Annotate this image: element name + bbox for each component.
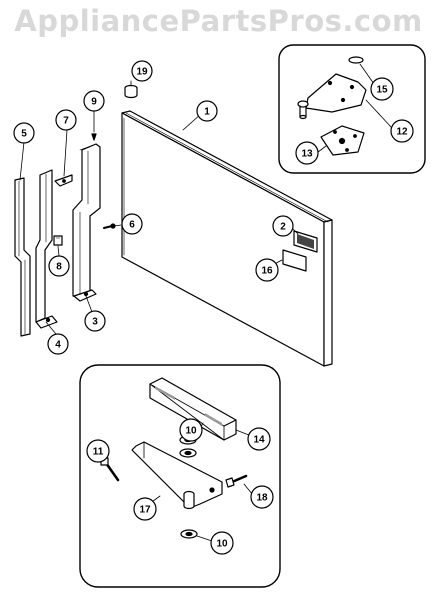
callout-12[interactable]: 12 [390,119,414,143]
callout-18-label: 18 [256,493,268,504]
callout-10-top-label: 10 [185,426,197,437]
callout-17-label: 17 [139,505,151,516]
hinge-bracket-17 [131,441,223,510]
callout-7[interactable]: 7 [55,109,77,131]
callout-14[interactable]: 14 [247,427,271,451]
hinge-strip-5 [14,177,31,337]
callout-17[interactable]: 17 [133,497,157,521]
callout-11-label: 11 [93,447,104,458]
callout-2[interactable]: 2 [272,215,294,237]
callout-8[interactable]: 8 [48,255,70,277]
hinge-bar-3 [72,143,101,302]
callout-3-label: 3 [92,317,98,328]
callout-1-label: 1 [204,107,210,118]
callout-4[interactable]: 4 [47,333,69,355]
callout-1[interactable]: 1 [196,100,218,122]
callout-16-label: 16 [261,266,273,277]
callout-9[interactable]: 9 [83,90,105,112]
callout-4-label: 4 [55,340,61,351]
callout-3[interactable]: 3 [84,310,106,332]
plate-13 [320,125,365,156]
callout-13-label: 13 [301,149,313,160]
callout-5-label: 5 [21,129,27,140]
callout-13[interactable]: 13 [295,141,319,165]
detail-box-top [278,44,426,174]
door-panel [121,110,333,367]
screw-9 [91,133,97,141]
label-16 [282,249,307,272]
detail-box-bottom [79,364,281,588]
label-plate-2 [293,230,318,253]
callout-8-label: 8 [56,262,62,273]
callout-7-label: 7 [63,116,69,127]
callout-18[interactable]: 18 [250,485,274,509]
callout-10-top[interactable]: 10 [179,418,203,442]
screw-18 [225,474,248,488]
bracket-7 [54,174,73,187]
callout-19[interactable]: 19 [131,60,153,82]
callout-16[interactable]: 16 [255,258,279,282]
callout-2-label: 2 [280,222,286,233]
callout-6-label: 6 [129,220,135,231]
washer-10-bottom [180,529,198,539]
cap-15 [348,56,364,64]
callout-10-bottom[interactable]: 10 [210,531,234,555]
callout-15[interactable]: 15 [370,77,394,101]
screw-6 [103,223,116,229]
callout-5[interactable]: 5 [13,122,35,144]
callout-11[interactable]: 11 [86,439,110,463]
clip-8 [53,235,63,246]
hinge-14 [149,377,237,441]
watermark: AppliancePartsPros.com [14,4,423,38]
bracket-4 [35,169,58,329]
callout-15-label: 15 [376,85,388,96]
callout-12-label: 12 [396,127,408,138]
callout-19-label: 19 [136,67,148,78]
callout-6[interactable]: 6 [121,213,143,235]
callout-10-bottom-label: 10 [216,539,228,550]
hinge-plate-12 [297,73,367,120]
cap-19 [124,84,138,99]
callout-9-label: 9 [91,97,97,108]
callout-14-label: 14 [253,435,265,446]
